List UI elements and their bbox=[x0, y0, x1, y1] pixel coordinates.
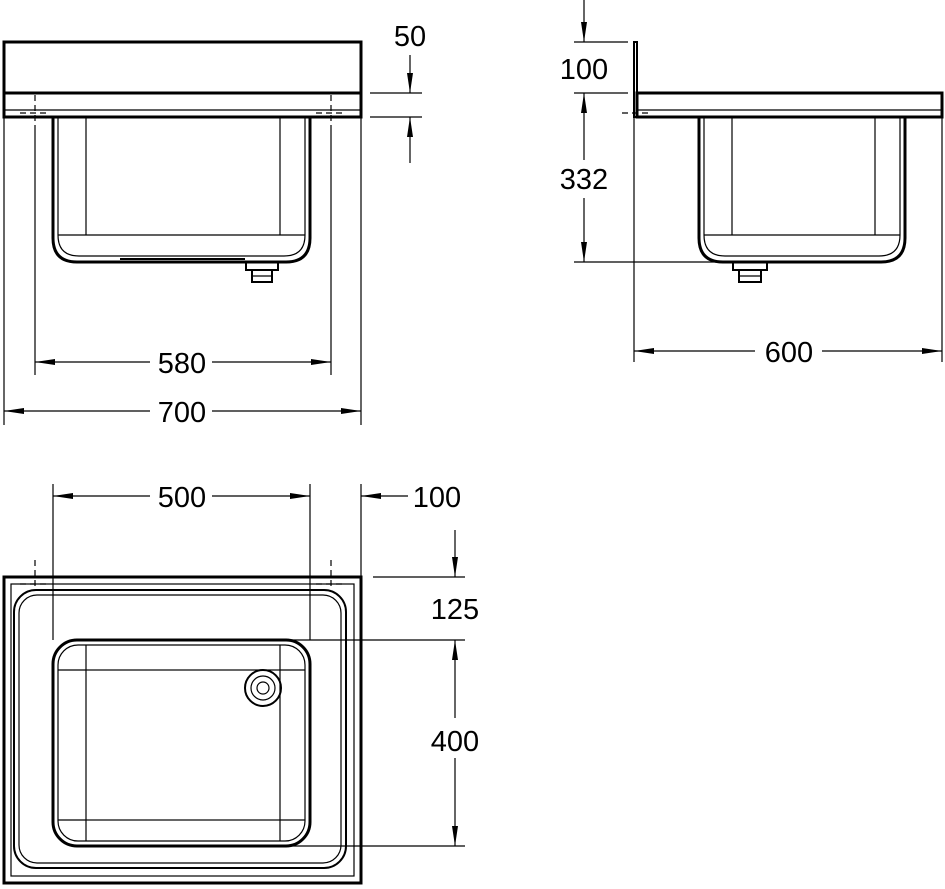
dim-label-100-side: 100 bbox=[560, 54, 608, 86]
side-bowl bbox=[697, 117, 907, 264]
top-bowl bbox=[51, 638, 312, 848]
top-view: 500 100 125 400 bbox=[2, 482, 479, 885]
top-rim-inner bbox=[13, 589, 347, 869]
top-outer-frame bbox=[2, 575, 363, 885]
dim-label-500: 500 bbox=[158, 482, 206, 514]
dim-label-125: 125 bbox=[431, 594, 479, 626]
dim-label-400: 400 bbox=[431, 726, 479, 758]
top-drain bbox=[244, 669, 282, 707]
front-drain bbox=[245, 261, 279, 283]
dim-label-580: 580 bbox=[158, 348, 206, 380]
dim-label-332: 332 bbox=[560, 164, 608, 196]
dim-label-700: 700 bbox=[158, 397, 206, 429]
side-view: 100 332 600 bbox=[560, 0, 944, 369]
front-upstand bbox=[2, 40, 363, 95]
front-bowl bbox=[51, 117, 312, 264]
dim-label-100-top: 100 bbox=[413, 482, 461, 514]
front-rim bbox=[2, 91, 363, 119]
side-drain bbox=[732, 261, 768, 283]
side-rim bbox=[635, 91, 944, 119]
dim-label-50: 50 bbox=[394, 21, 426, 53]
dim-label-600: 600 bbox=[765, 337, 813, 369]
front-view: 580 700 50 bbox=[2, 21, 426, 429]
